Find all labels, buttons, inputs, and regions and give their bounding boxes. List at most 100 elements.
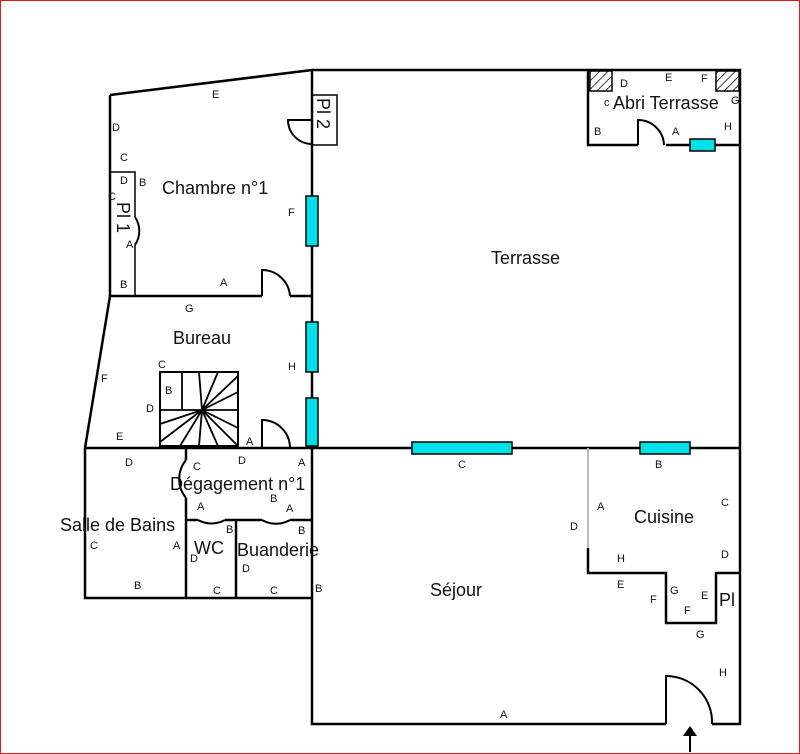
wall-label: E xyxy=(701,590,708,602)
lower-left-block xyxy=(83,448,314,600)
wall-label: H xyxy=(288,361,296,373)
door-buanderie-icon xyxy=(261,519,291,525)
wall-label: c xyxy=(604,97,610,109)
door-chambre-icon xyxy=(261,268,291,297)
room-abri-terrasse: Abri Terrasse xyxy=(613,93,719,113)
door-placard2-icon xyxy=(286,119,313,145)
wall-label: C xyxy=(158,359,166,371)
wall-label: E xyxy=(212,89,219,101)
wall-label: A xyxy=(672,126,680,138)
wall-label: G xyxy=(731,95,740,107)
door-placard1-icon xyxy=(134,216,141,246)
door-abri-icon xyxy=(637,118,665,146)
wall-label: E xyxy=(665,72,672,84)
room-chambre1: Chambre n°1 xyxy=(162,178,268,198)
window-sejour xyxy=(411,441,513,455)
room-salle-de-bains: Salle de Bains xyxy=(60,515,175,535)
spiral-staircase xyxy=(159,371,239,447)
wall-label: A xyxy=(246,436,254,448)
wall-label: B xyxy=(120,279,127,291)
wall-label: C xyxy=(213,585,221,597)
wall-label: H xyxy=(617,553,625,565)
wall-label: C xyxy=(458,459,466,471)
placard1-walls xyxy=(110,171,136,296)
wall-label: B xyxy=(655,459,662,471)
wall-label: H xyxy=(719,667,727,679)
wall-label: E xyxy=(617,579,624,591)
window-cuisine xyxy=(639,441,691,455)
bureau-west-wall xyxy=(83,295,112,449)
cuisine-south-wall xyxy=(586,548,740,625)
wall-label: F xyxy=(288,207,295,219)
wall-label: A xyxy=(597,501,605,513)
wall-label: D xyxy=(112,122,120,134)
wall-label: A xyxy=(126,239,134,251)
wall-label: B xyxy=(165,385,172,397)
room-degagement1: Dégagement n°1 xyxy=(170,474,305,494)
wall-label: C xyxy=(721,497,729,509)
pillar-left xyxy=(589,70,613,92)
room-placard: Pl xyxy=(719,590,735,610)
wall-label: B xyxy=(315,583,322,595)
entrance-arrow-icon xyxy=(683,726,697,736)
room-sejour: Séjour xyxy=(430,580,482,600)
door-entrance-icon xyxy=(665,674,714,725)
wall-label: F xyxy=(684,605,691,617)
wall-label: B xyxy=(270,493,277,505)
wall-label: D xyxy=(242,563,250,575)
wall-label: D xyxy=(190,553,198,565)
room-buanderie: Buanderie xyxy=(237,540,319,560)
wall-label: D xyxy=(146,403,154,415)
room-terrasse: Terrasse xyxy=(491,248,560,268)
wall-label: G xyxy=(185,303,194,315)
wall-label: D xyxy=(620,78,628,90)
wall-label: F xyxy=(650,594,657,606)
wall-label: C xyxy=(193,461,201,473)
wall-label: A xyxy=(298,457,306,469)
window-bureau-1 xyxy=(305,321,319,373)
wall-label: A xyxy=(197,501,205,513)
wall-label: A xyxy=(173,540,181,552)
wall-labels: E D C F A B D B C A G F H E C B D A D E … xyxy=(90,72,740,721)
outer-wall-south xyxy=(310,598,666,726)
wall-label: C xyxy=(120,152,128,164)
door-sdb-icon xyxy=(178,459,187,499)
wall-label: C xyxy=(270,585,278,597)
doors xyxy=(134,118,714,752)
room-names: Chambre n°1 Bureau Terrasse Abri Terrass… xyxy=(60,93,735,610)
window-bureau-2 xyxy=(305,397,319,447)
placard2-walls xyxy=(312,94,338,146)
wall-label: C xyxy=(108,191,116,203)
wall-label: G xyxy=(696,629,705,641)
wall-label: F xyxy=(701,73,708,85)
wall-label: D xyxy=(570,521,578,533)
wall-label: A xyxy=(220,277,228,289)
room-cuisine: Cuisine xyxy=(634,507,694,527)
wall-label: B xyxy=(594,126,601,138)
wall-label: A xyxy=(286,503,294,515)
wall-label: D xyxy=(125,457,133,469)
wall-label: D xyxy=(721,549,729,561)
wall-label: D xyxy=(238,455,246,467)
wall-label: A xyxy=(500,709,508,721)
wall-label: E xyxy=(116,431,123,443)
wall-label: B xyxy=(139,177,146,189)
room-wc: WC xyxy=(194,538,224,558)
window-chambre xyxy=(305,195,319,247)
wall-label: G xyxy=(670,585,679,597)
wall-label: B xyxy=(298,525,305,537)
wall-label: F xyxy=(101,373,108,385)
wall-label: H xyxy=(724,121,732,133)
door-bureau-icon xyxy=(261,418,291,449)
room-placard1: Pl 1 xyxy=(113,202,133,233)
windows xyxy=(305,138,716,455)
pillar-right xyxy=(715,70,740,92)
wall-label: D xyxy=(120,175,128,187)
room-bureau: Bureau xyxy=(173,328,231,348)
door-wc-icon xyxy=(197,519,226,525)
wall-label: B xyxy=(226,524,233,536)
wall-label: C xyxy=(90,540,98,552)
outer-wall-north-east xyxy=(109,68,742,726)
wall-label: B xyxy=(134,580,141,592)
